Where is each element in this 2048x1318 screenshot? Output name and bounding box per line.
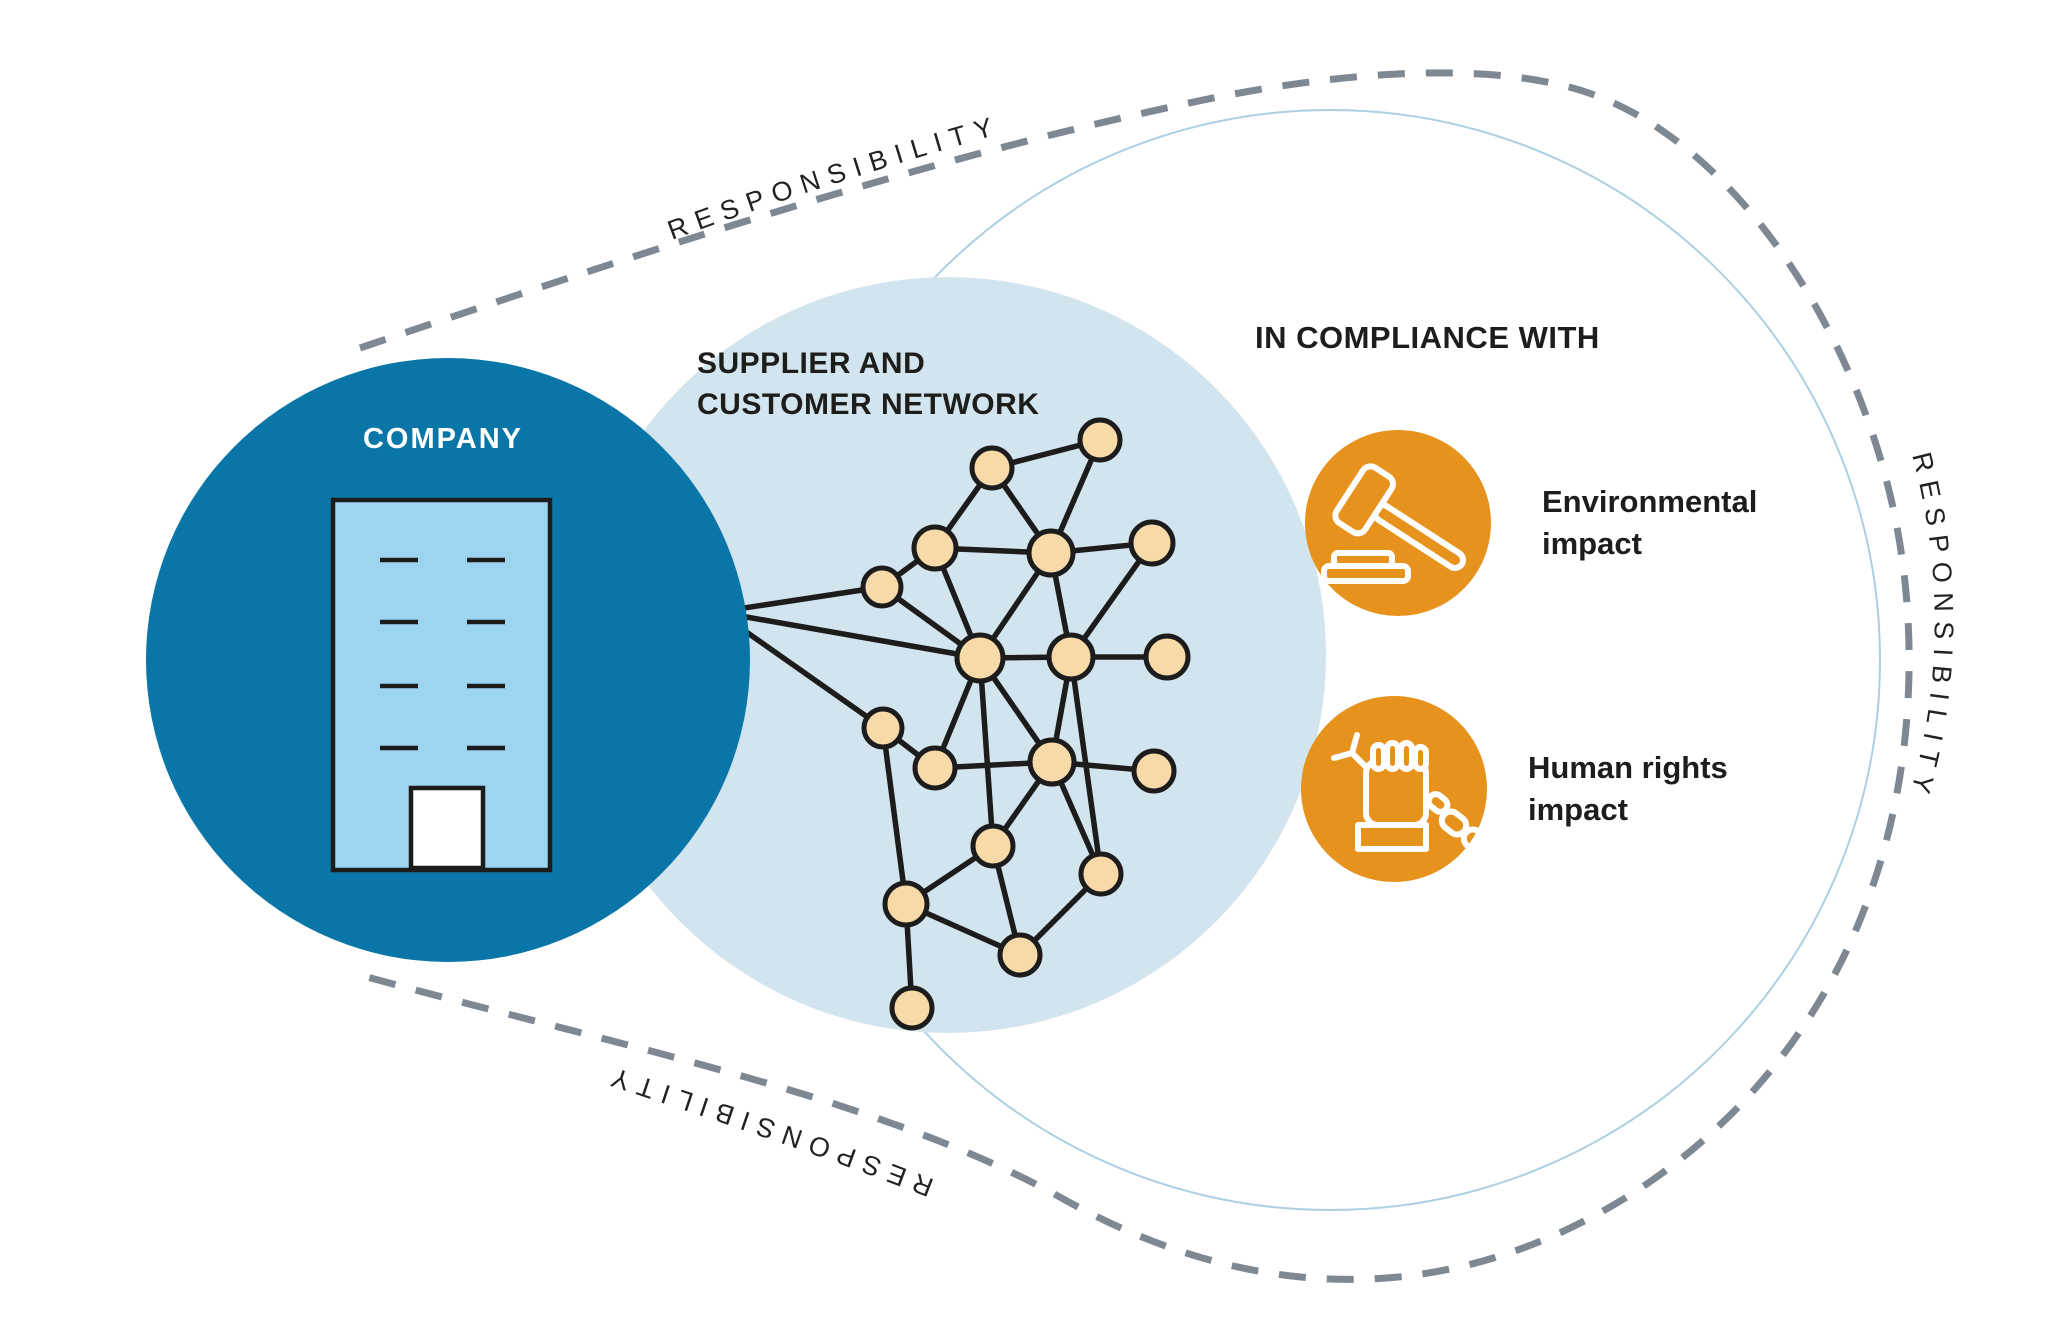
network-node [889,985,935,1031]
network-node [969,445,1015,491]
network-node [1077,417,1123,463]
responsibility-label-bottom: RESPONSIBILITY [599,1059,937,1202]
network-node [1027,737,1077,787]
compliance-item-environmental: Environmental impact [1305,430,1757,616]
compliance-item-human-rights: Human rights impact [1301,696,1728,882]
network-node [1046,632,1096,682]
environmental-label-line2: impact [1542,526,1642,561]
network-node [911,524,959,572]
human-rights-label-line2: impact [1528,792,1628,827]
network-edge [880,727,909,905]
building-icon [330,497,553,873]
network-node [1131,748,1177,794]
fist-wrench-chain-icon [1331,732,1492,856]
human-rights-label-line1: Human rights [1528,750,1728,785]
network-node [1128,519,1176,567]
network-node [860,565,904,609]
gavel-icon [1321,463,1467,584]
network-label-line1: SUPPLIER AND [697,347,925,380]
network-node [954,632,1006,684]
company-label: COMPANY [363,423,523,455]
network-label-line2: CUSTOMER NETWORK [697,388,1039,421]
network-node [970,823,1016,869]
responsibility-boundary-dashed [358,69,1913,1283]
compliance-heading: IN COMPLIANCE WITH [1255,320,1600,355]
network-node [861,706,905,750]
network-nodes [860,417,1191,1031]
network-edge [717,609,981,661]
network-node [882,880,930,928]
network-node [912,745,958,791]
network-edge [977,657,996,847]
environmental-label-line1: Environmental [1542,484,1757,519]
network-node [1143,633,1191,681]
building-windows [380,557,505,751]
network-node [1026,528,1076,578]
responsibility-label-top: RESPONSIBILITY [664,110,1005,246]
building-door [408,785,486,871]
network-node [997,932,1043,978]
network-node [1078,851,1124,897]
